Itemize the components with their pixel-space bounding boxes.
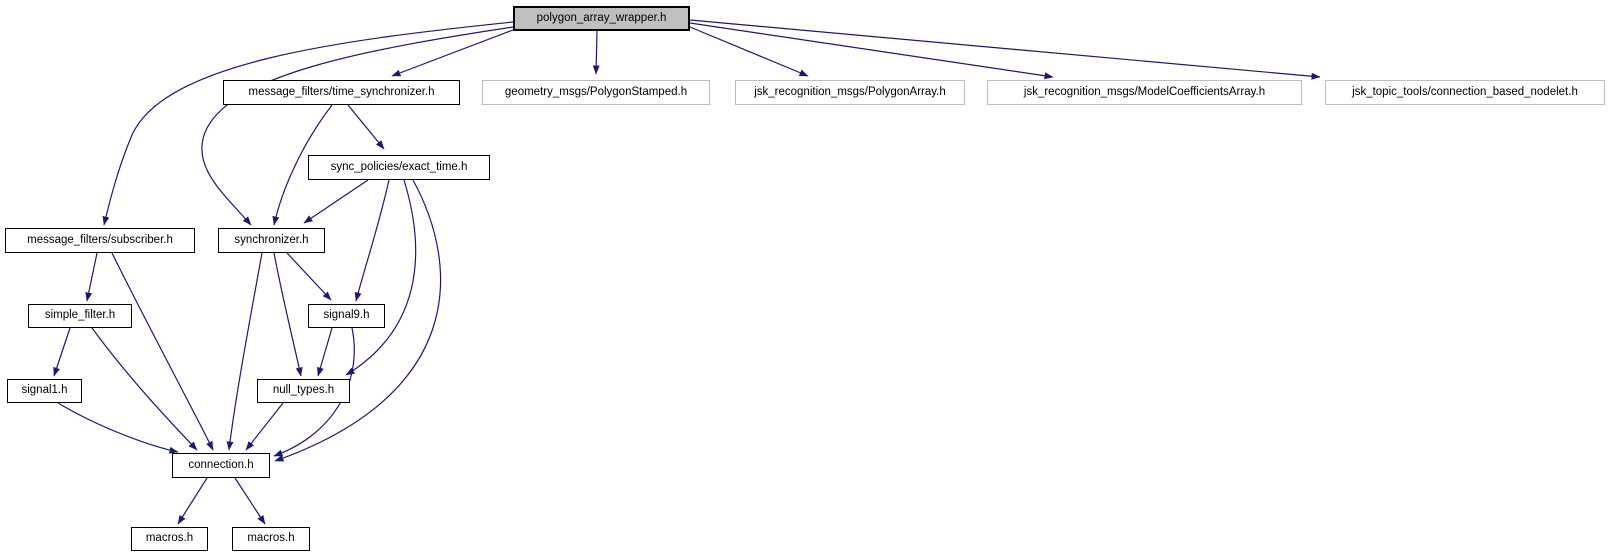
node-label: jsk_topic_tools/connection_based_nodelet…: [1352, 85, 1578, 98]
node-macros1[interactable]: macros.h: [131, 527, 208, 551]
node-label: geometry_msgs/PolygonStamped.h: [504, 85, 688, 98]
edge-subscriber-simple_filter: [85, 252, 98, 302]
edge-null_types-connection: [245, 402, 284, 451]
edge-time_sync-synchronizer: [272, 104, 333, 226]
node-subscriber[interactable]: message_filters/subscriber.h: [5, 228, 195, 253]
node-nodelet: jsk_topic_tools/connection_based_nodelet…: [1325, 80, 1605, 105]
edge-root-polygon_stamped: [592, 30, 600, 75]
node-label: macros.h: [247, 532, 295, 545]
node-label: synchronizer.h: [234, 233, 309, 246]
edge-synchronizer-null_types: [273, 252, 303, 377]
node-label: polygon_array_wrapper.h: [536, 11, 667, 24]
node-label: signal9.h: [323, 309, 370, 322]
edge-root-model_coeff: [689, 22, 1054, 80]
edge-signal9-null_types: [317, 327, 333, 377]
node-label: jsk_recognition_msgs/ModelCoefficientsAr…: [1023, 85, 1266, 98]
node-signal1[interactable]: signal1.h: [7, 379, 82, 403]
edge-simple_filter-signal1: [53, 327, 71, 377]
node-connection[interactable]: connection.h: [172, 453, 270, 478]
node-label: message_filters/subscriber.h: [27, 233, 173, 246]
node-macros2[interactable]: macros.h: [232, 527, 310, 551]
edge-root-polygon_array: [689, 26, 809, 77]
node-time_sync[interactable]: message_filters/time_synchronizer.h: [223, 80, 460, 105]
edge-exact_time-connection: [274, 179, 442, 462]
node-simple_filter[interactable]: simple_filter.h: [28, 304, 132, 328]
node-label: message_filters/time_synchronizer.h: [248, 85, 435, 98]
edge-subscriber-connection: [111, 252, 214, 451]
node-label: jsk_recognition_msgs/PolygonArray.h: [754, 85, 946, 98]
edge-root-nodelet: [689, 19, 1321, 80]
node-label: macros.h: [145, 532, 194, 545]
edge-exact_time-null_types: [345, 179, 417, 376]
edge-synchronizer-signal9: [286, 252, 332, 301]
edge-connection-macros1: [177, 477, 208, 525]
edge-connection-macros2: [234, 477, 266, 525]
node-model_coeff: jsk_recognition_msgs/ModelCoefficientsAr…: [987, 80, 1302, 105]
edge-synchronizer-connection: [226, 252, 263, 451]
edge-root-subscriber: [102, 21, 514, 226]
edge-root-time_sync: [391, 29, 514, 77]
edge-root-synchronizer: [201, 26, 514, 226]
node-polygon_array: jsk_recognition_msgs/PolygonArray.h: [735, 80, 965, 105]
node-root: polygon_array_wrapper.h: [513, 6, 690, 31]
edge-signal1-connection: [57, 402, 179, 454]
node-label: null_types.h: [272, 384, 335, 397]
node-exact_time[interactable]: sync_policies/exact_time.h: [308, 155, 490, 180]
edge-exact_time-synchronizer: [303, 179, 369, 224]
node-synchronizer[interactable]: synchronizer.h: [218, 228, 325, 253]
node-label: sync_policies/exact_time.h: [330, 160, 468, 173]
edge-simple_filter-connection: [91, 327, 198, 451]
node-label: signal1.h: [21, 384, 68, 397]
node-signal9[interactable]: signal9.h: [308, 304, 385, 328]
node-polygon_stamped: geometry_msgs/PolygonStamped.h: [482, 80, 710, 105]
node-null_types[interactable]: null_types.h: [257, 379, 350, 403]
edge-exact_time-signal9: [354, 179, 390, 302]
node-label: simple_filter.h: [44, 309, 116, 322]
node-label: connection.h: [188, 458, 254, 471]
edge-time_sync-exact_time: [347, 104, 385, 150]
